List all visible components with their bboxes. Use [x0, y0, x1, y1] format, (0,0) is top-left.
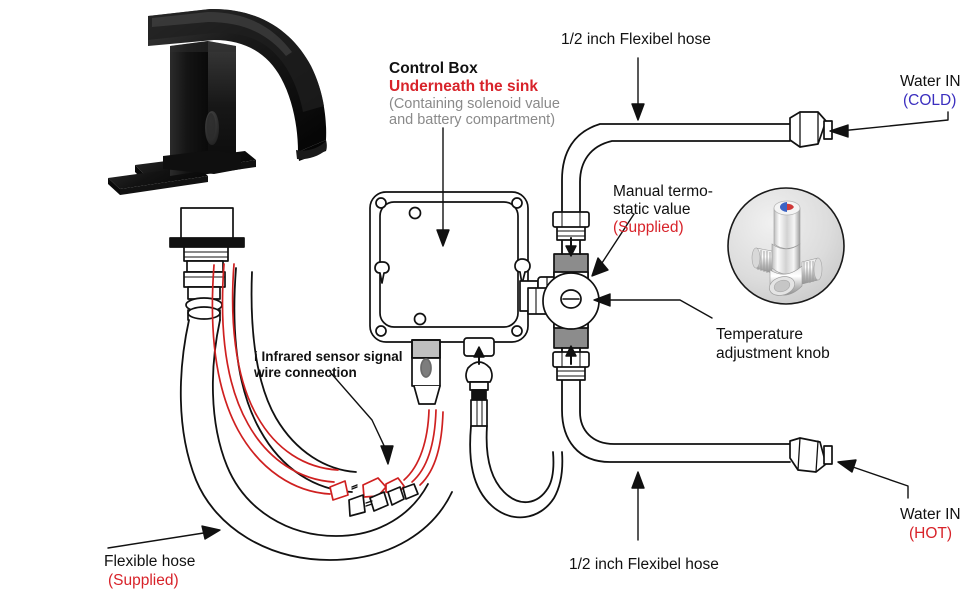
- water-in-cold-label-line1: Water IN: [900, 73, 961, 90]
- faucet-shank: [169, 207, 245, 321]
- cold-water-hose: [552, 111, 833, 255]
- control-box: [369, 191, 559, 343]
- sensor-wire-label-line1: i Infrared sensor signal: [254, 349, 403, 364]
- flexible-hose-label-line1: Flexible hose: [104, 553, 196, 570]
- control-box-label-line3: (Containing solenoid value: [389, 96, 560, 112]
- water-in-hot-label-line1: Water IN: [900, 506, 961, 523]
- water-in-hot-label-line2: (HOT): [909, 525, 953, 542]
- sensor-wire-label-line2: wire connection: [254, 365, 357, 380]
- flexible-hose-label-line2: (Supplied): [108, 572, 179, 589]
- thermostatic-valve: [527, 253, 600, 349]
- water-in-cold-label-line2: (COLD): [903, 92, 957, 109]
- temperature-knob-label-line2: adjustment knob: [716, 345, 830, 362]
- sensor-cable-gland: [411, 339, 441, 405]
- control-box-label-line2: Underneath the sink: [389, 78, 538, 95]
- hose-top-label: 1/2 inch Flexibel hose: [561, 31, 711, 48]
- thermostatic-valve-photo: [727, 187, 845, 305]
- leader-lines: [107, 57, 949, 549]
- control-box-label-line1: Control Box: [389, 60, 478, 77]
- control-box-label-line4: and battery compartment): [389, 112, 556, 128]
- hose-bottom-label: 1/2 inch Flexibel hose: [569, 556, 719, 573]
- thermostatic-valve-label-line1: Manual termo-: [613, 183, 713, 200]
- hot-water-hose: [552, 347, 833, 473]
- hose-connector-nuts: [348, 483, 419, 517]
- thermostatic-valve-label-line2: static value: [613, 201, 691, 218]
- temperature-knob-label-line1: Temperature: [716, 326, 804, 343]
- thermostatic-valve-label-line3: (Supplied): [613, 219, 684, 236]
